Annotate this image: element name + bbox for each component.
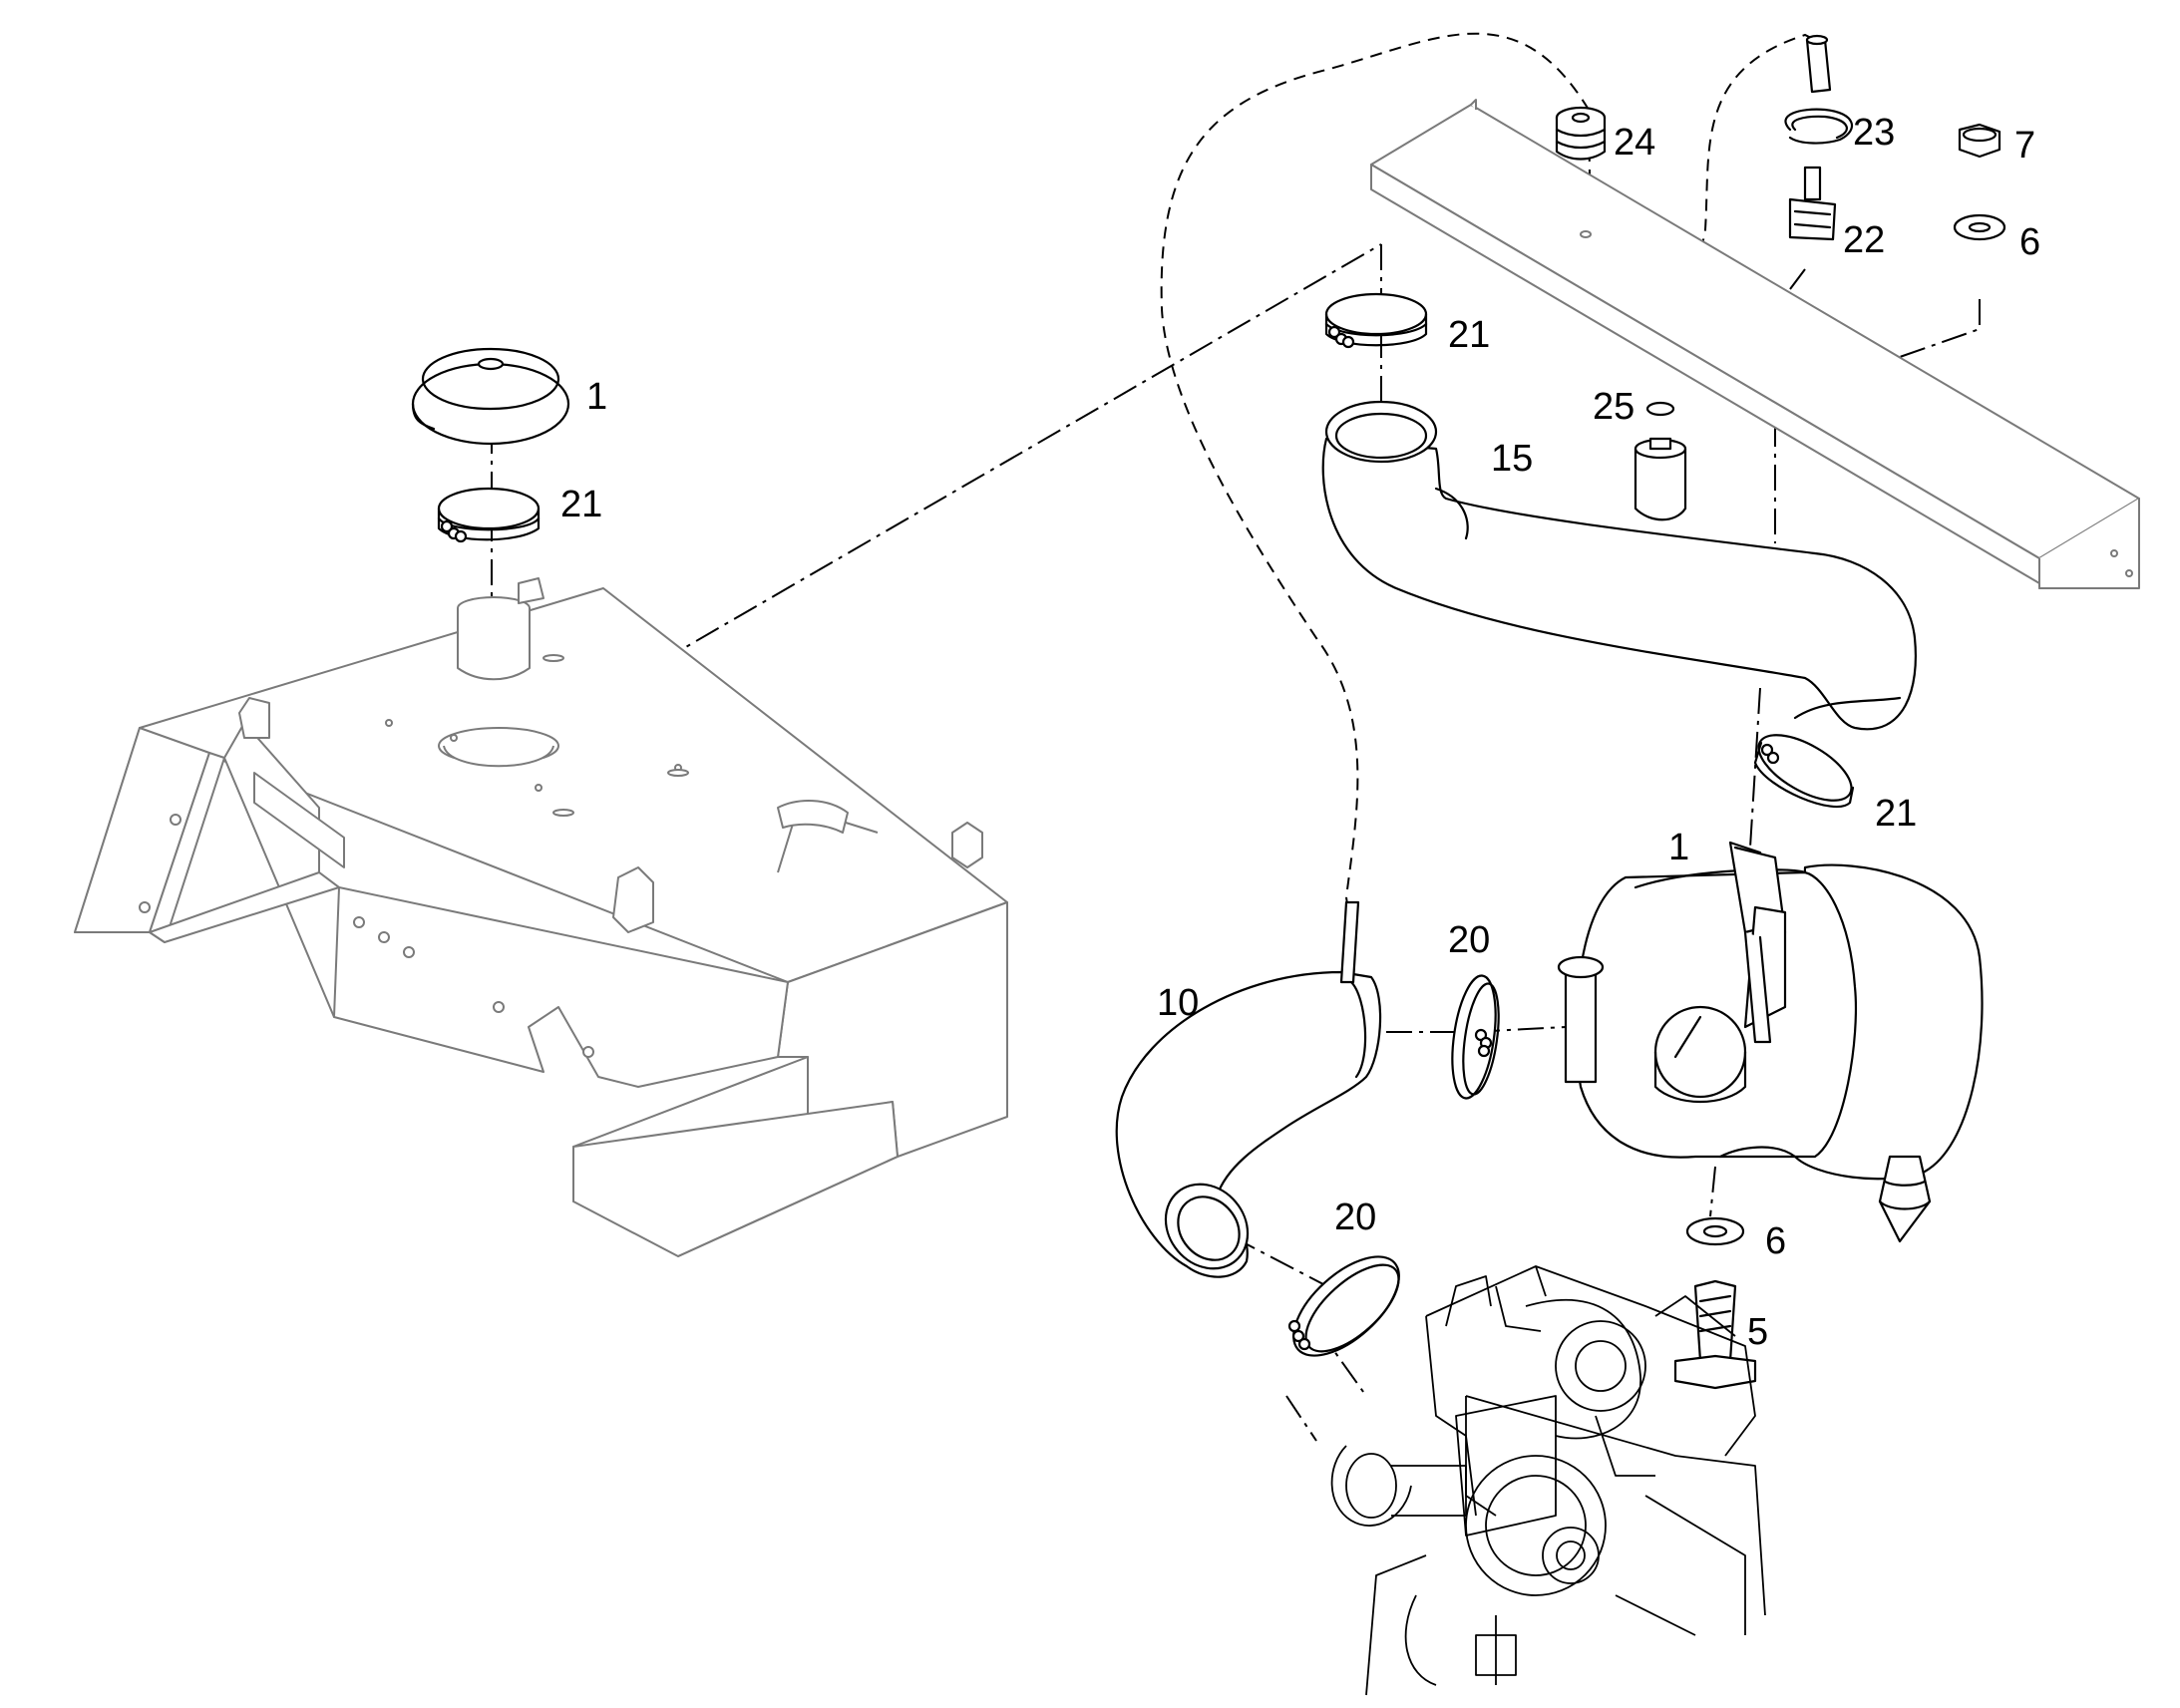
callout-20-lower: 20 — [1334, 1196, 1376, 1238]
callout-6-top: 6 — [2019, 221, 2040, 263]
clamps — [437, 292, 1855, 1357]
callout-10: 10 — [1157, 982, 1199, 1024]
hose-10 — [1115, 900, 1382, 1278]
callout-21-right: 21 — [1875, 793, 1917, 835]
callout-23: 23 — [1853, 112, 1895, 154]
leader-lines — [491, 32, 1981, 1442]
cap-1 — [411, 347, 570, 446]
cross-member — [1370, 99, 2140, 589]
callout-20-upper: 20 — [1448, 919, 1490, 961]
hose-15 — [1321, 400, 1917, 731]
callout-5: 5 — [1747, 1311, 1768, 1353]
callout-6-bottom: 6 — [1765, 1220, 1786, 1262]
engine-assembly — [1330, 1265, 1766, 1696]
callout-21-top: 21 — [1448, 314, 1490, 356]
air-filter — [1557, 841, 1984, 1243]
callout-15: 15 — [1491, 438, 1533, 480]
callout-1-cap: 1 — [586, 376, 607, 418]
callout-21-left: 21 — [560, 484, 602, 525]
callout-1-filter: 1 — [1668, 827, 1689, 868]
callout-labels: 1 21 24 23 7 22 6 21 25 15 21 1 20 10 6 … — [560, 112, 2040, 1353]
callout-25: 25 — [1593, 386, 1635, 428]
callout-7: 7 — [2014, 125, 2035, 167]
callout-24: 24 — [1614, 122, 1655, 164]
mounting-bracket — [74, 577, 1008, 1257]
callout-22: 22 — [1843, 219, 1885, 261]
